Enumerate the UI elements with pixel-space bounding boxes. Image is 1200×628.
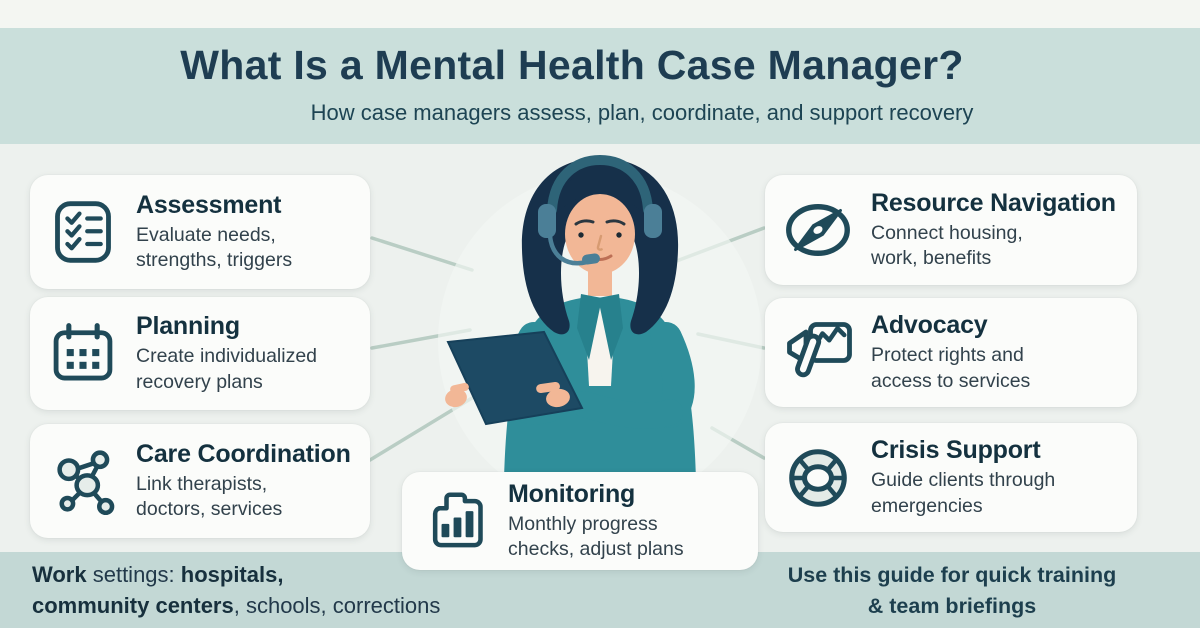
calendar-icon: [30, 320, 136, 388]
card-description: Create individualized recovery plans: [136, 345, 318, 393]
role-card-monitoring: Monitoring Monthly progress checks, adju…: [402, 472, 758, 570]
card-title: Resource Navigation: [871, 188, 1116, 217]
card-title: Assessment: [136, 190, 282, 219]
role-card-resource-navigation: Resource Navigation Connect housing, wor…: [765, 175, 1137, 285]
card-description: Link therapists, doctors, services: [136, 472, 283, 520]
work-settings-bold: community centers: [32, 592, 234, 618]
lifebuoy-icon: [765, 442, 871, 514]
case-manager-illustration: [438, 154, 762, 480]
work-settings-regular: , schools, corrections: [233, 592, 441, 618]
work-settings-line-1: Work settings: hospitals,: [32, 560, 592, 591]
top-strip: [0, 0, 1200, 28]
role-card-planning: Planning Create individualized recovery …: [30, 297, 370, 410]
card-title: Care Coordination: [136, 439, 351, 468]
work-settings-note: Work settings: hospitals, community cent…: [32, 560, 592, 622]
card-description: Guide clients through emergencies: [871, 469, 1056, 517]
card-description: Evaluate needs, strengths, triggers: [136, 223, 293, 271]
role-card-assessment: Assessment Evaluate needs, strengths, tr…: [30, 175, 370, 289]
network-icon: [30, 447, 136, 515]
page-title: What Is a Mental Health Case Manager?: [180, 42, 964, 88]
card-description: Monthly progress checks, adjust plans: [508, 512, 684, 560]
work-settings-bold: Work: [32, 562, 87, 587]
card-title: Planning: [136, 312, 240, 341]
role-card-crisis-support: Crisis Support Guide clients through eme…: [765, 423, 1137, 532]
checklist-icon: [30, 198, 136, 266]
bar-chart-icon: [402, 487, 508, 555]
compass-icon: [765, 194, 871, 266]
role-card-advocacy: Advocacy Protect rights and access to se…: [765, 298, 1137, 407]
usage-note: Use this guide for quick training & team…: [787, 563, 1117, 618]
card-description: Connect housing, work, benefits: [871, 221, 1023, 269]
megaphone-icon: [765, 317, 871, 389]
card-title: Advocacy: [871, 311, 988, 340]
card-title: Monitoring: [508, 479, 636, 508]
header-band: What Is a Mental Health Case Manager? Ho…: [0, 28, 1200, 144]
work-settings-regular: settings:: [86, 562, 181, 587]
page-subtitle: How case managers assess, plan, coordina…: [310, 100, 974, 125]
work-settings-line-2: community centers, schools, corrections: [32, 591, 592, 622]
work-settings-bold: hospitals,: [180, 562, 284, 587]
card-description: Protect rights and access to services: [871, 344, 1031, 392]
role-card-care-coordination: Care Coordination Link therapists, docto…: [30, 424, 370, 538]
card-title: Crisis Support: [871, 436, 1041, 465]
